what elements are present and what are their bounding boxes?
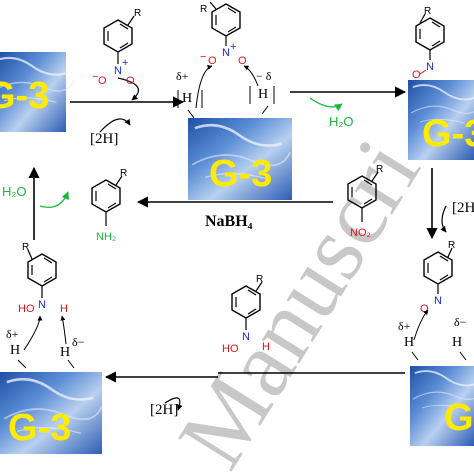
catalyst-label: G-3 [422,113,474,155]
curved-arrow-2h-right [440,205,447,233]
nitro-group-label: NO₂ [350,227,371,239]
svg-text:−: − [92,71,98,83]
curved-arrow-water-release-top [309,97,343,112]
svg-text:O: O [238,55,247,67]
svg-text:N: N [222,47,230,59]
hydrogen-atom-label: H [10,343,20,358]
curved-arrow-water-release-left [39,191,70,209]
hydrogen-source-label: [2H] [90,131,118,147]
hydroxylamine-bottom: R N HO H [222,274,270,355]
svg-text:O: O [420,303,429,315]
water-label: H₂O [2,184,27,199]
catalyst-label: G-3 [209,153,272,195]
r-group-label: R [424,6,431,17]
adsorbed-nitro-top-center: R N O O − + δ+ − δ H H [176,1,275,119]
r-group-label: R [448,240,455,251]
catalyst-surface-bottom-right: G-3 [410,366,474,446]
hydroxyl-label: HO [222,343,239,355]
curved-arrow-substrate-in [117,77,140,101]
nitroso-top-right: R N O [412,6,445,81]
delta-minus-label: δ− [454,315,467,329]
svg-text:N: N [38,299,46,311]
svg-text:O: O [98,75,107,87]
amine-group-label: NH₂ [96,231,116,243]
svg-text:N: N [434,295,442,307]
nitrobenzene-top-left: R N O O − + [92,8,141,87]
hydrogen-atom-label: H [404,335,414,350]
catalyst-surface-top-left: G-3 [0,52,76,132]
svg-text:N: N [114,65,122,77]
catalyst-label: G-3 [444,397,474,439]
aniline-product: R NH₂ [91,168,127,243]
r-group-label: R [22,242,29,253]
catalyst-surface-bottom-left: G-3 [0,372,104,454]
svg-text:N: N [242,331,250,343]
catalyst-surface-top-right: G-3 [408,80,474,160]
svg-text:H: H [262,341,270,353]
hydroxylamine-left: R N HO H δ+ δ− H H [6,242,85,369]
catalyst-label: G-3 [8,407,71,449]
delta-minus-label: − δ [256,69,272,83]
hydrogen-atom-label: H [452,335,462,350]
reductant-label: NaBH₄ [205,213,253,230]
hydrogen-atom-label: H [182,91,192,106]
hydrogen-atom-label: H [60,345,70,360]
catalyst-label: G-3 [0,75,49,117]
hydrogen-source-label: [2H] [150,402,178,418]
svg-text:+: + [230,41,236,53]
delta-plus-label: δ+ [6,327,19,341]
svg-text:+: + [122,57,128,69]
svg-text:H: H [60,303,68,315]
svg-text:O: O [208,55,217,67]
nitroarene-center: R NO₂ [347,164,383,239]
curved-arrow-2h-top [99,118,131,133]
delta-plus-label: δ+ [176,69,189,83]
r-group-label: R [256,274,263,285]
r-group-label: R [120,168,127,179]
svg-text:O: O [412,69,421,81]
water-label: H₂O [329,114,354,129]
catalyst-surface-top-center: G-3 [188,118,292,200]
adsorbed-nitroso-bottom-right: R N O δ+ δ− H H [398,240,467,361]
svg-text:N: N [426,61,434,73]
delta-minus-label: δ− [72,335,85,349]
svg-text:O: O [126,75,135,87]
hydroxyl-label: HO [18,303,35,315]
delta-plus-label: δ+ [398,319,411,333]
hydrogen-atom-label: H [258,87,268,102]
hydrogen-source-label: [2H] [452,200,474,216]
svg-text:−: − [200,51,206,63]
r-group-label: R [200,4,207,15]
r-group-label: R [376,164,383,175]
curved-arrow-2h-bottom [164,397,183,411]
r-group-label: R [134,8,141,19]
